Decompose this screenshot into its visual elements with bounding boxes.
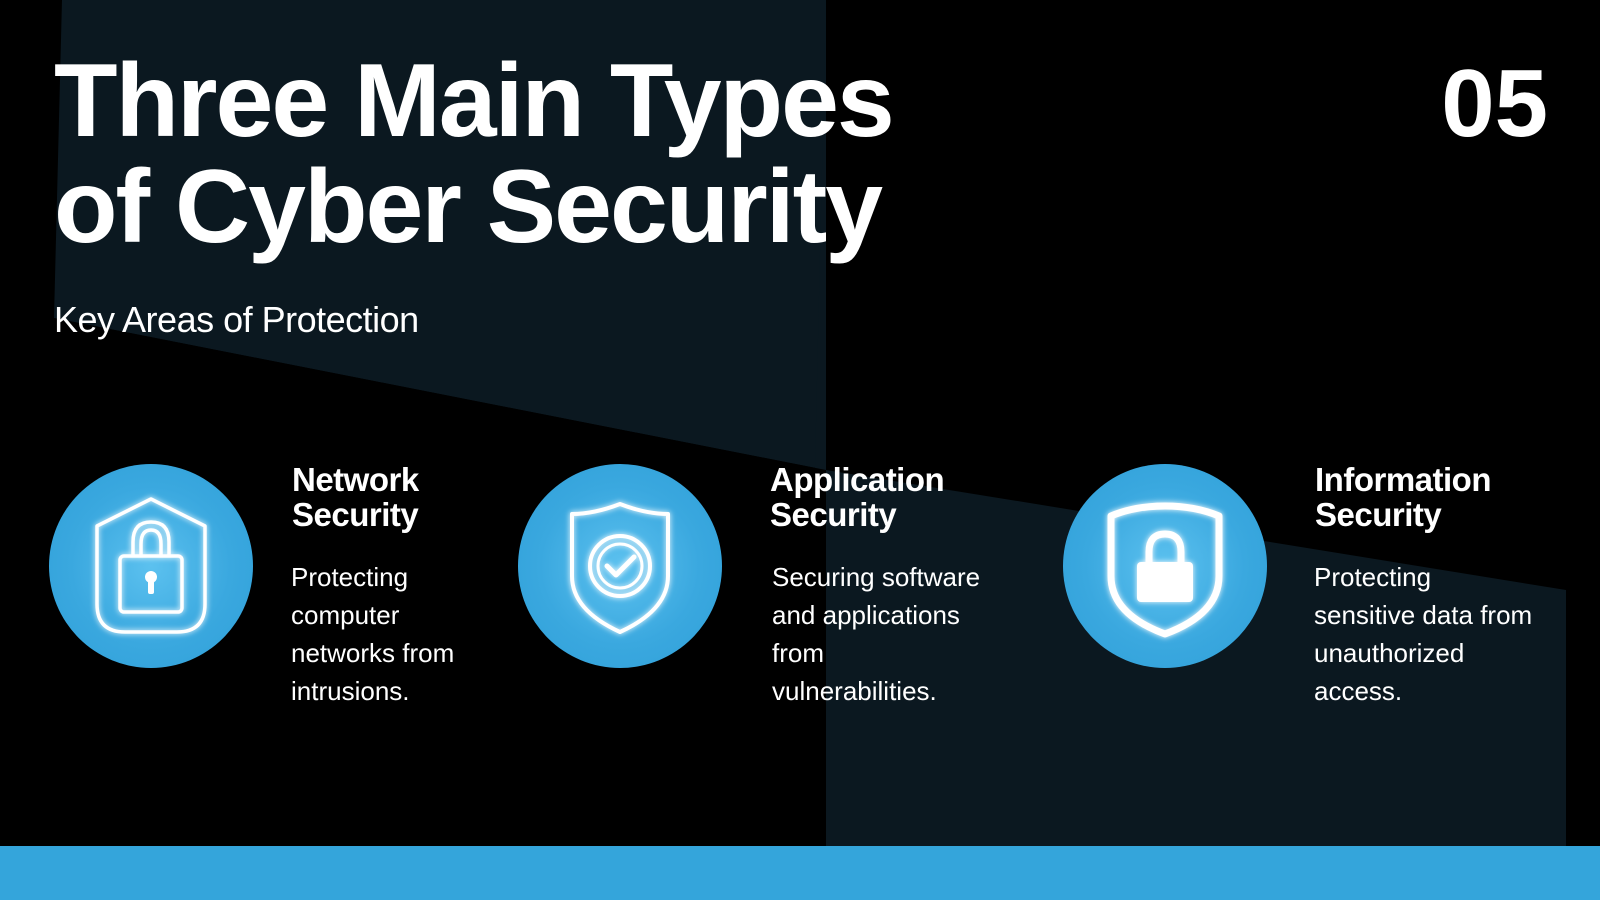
shield-lock-icon xyxy=(1063,464,1267,668)
card-title-line: Security xyxy=(292,496,419,533)
card-desc-line: intrusions. xyxy=(291,676,410,706)
card-desc-line: Protecting xyxy=(1314,562,1432,592)
card-title-network-security: Network Security xyxy=(292,462,532,532)
card-desc-line: sensitive data from xyxy=(1314,600,1533,630)
card-desc-application-security: Securing software and applications from … xyxy=(772,558,1012,710)
card-desc-line: vulnerabilities. xyxy=(772,676,937,706)
slide-number: 05 xyxy=(1441,50,1548,157)
card-desc-line: networks from xyxy=(291,638,455,668)
card-desc-line: computer xyxy=(291,600,400,630)
card-desc-line: unauthorized xyxy=(1314,638,1465,668)
card-title-line: Information xyxy=(1315,461,1491,498)
card-title-application-security: Application Security xyxy=(770,462,1010,532)
slide-title-line-1: Three Main Types xyxy=(54,43,895,159)
slide-title: Three Main Types of Cyber Security xyxy=(54,43,895,265)
slide-title-line-2: of Cyber Security xyxy=(54,149,883,265)
card-desc-information-security: Protecting sensitive data from unauthori… xyxy=(1314,558,1574,710)
card-title-information-security: Information Security xyxy=(1315,462,1555,532)
card-desc-line: Protecting xyxy=(291,562,409,592)
padlock-house-icon xyxy=(49,464,253,668)
bottom-accent-bar xyxy=(0,846,1600,900)
card-title-line: Security xyxy=(1315,496,1442,533)
slide-subtitle: Key Areas of Protection xyxy=(54,299,419,340)
card-desc-line: and applications xyxy=(772,600,960,630)
card-desc-line: access. xyxy=(1314,676,1403,706)
card-title-line: Security xyxy=(770,496,897,533)
card-title-line: Network xyxy=(292,461,419,498)
card-desc-line: from xyxy=(772,638,824,668)
card-desc-line: Securing software xyxy=(772,562,981,592)
shield-check-icon xyxy=(518,464,722,668)
card-desc-network-security: Protecting computer networks from intrus… xyxy=(291,558,531,710)
card-title-line: Application xyxy=(770,461,945,498)
